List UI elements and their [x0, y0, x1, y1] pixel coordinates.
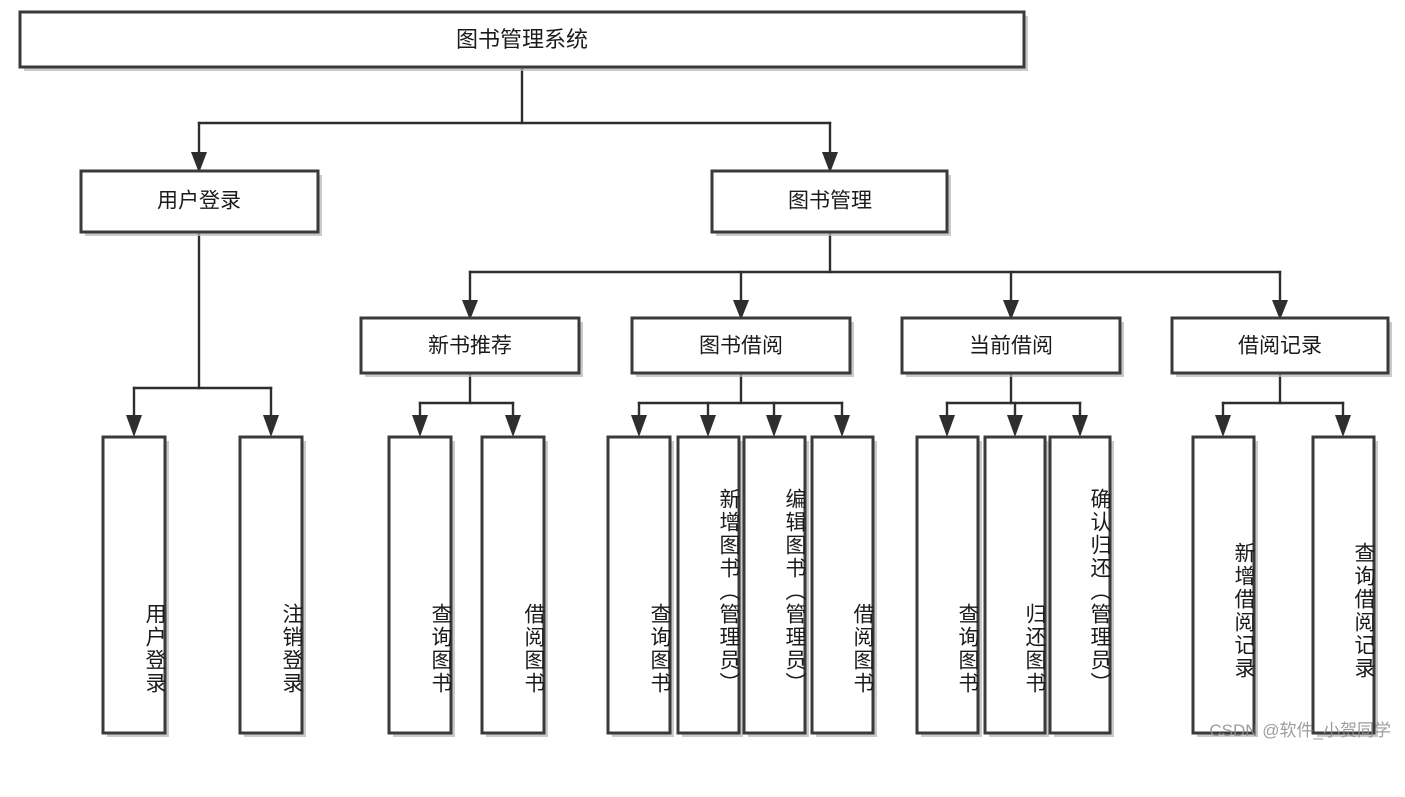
- arrowhead-leaf-bb-edit: [766, 415, 782, 437]
- org-chart-svg: 图书管理系统 用户登录 图书管理 新书推荐 图书借阅 当前借阅: [18, 10, 1392, 737]
- arrowhead-leaf-bb-query: [631, 415, 647, 437]
- diagram-canvas: 图书管理系统 用户登录 图书管理 新书推荐 图书借阅 当前借阅: [18, 10, 1392, 740]
- arrowhead-current-borrow: [1003, 300, 1019, 320]
- node-book-manage-label: 图书管理: [788, 190, 872, 213]
- arrowhead-leaf-rec-query: [412, 415, 428, 437]
- node-leaf-bb-query-book[interactable]: [606, 435, 674, 737]
- arrowhead-leaf-rec-borrow: [505, 415, 521, 437]
- arrowhead-book-manage: [822, 152, 838, 173]
- arrowhead-leaf-cb-return: [1007, 415, 1023, 437]
- node-book-manage-box[interactable]: [710, 169, 949, 234]
- arrowhead-leaf-cb-query: [939, 415, 955, 437]
- node-borrow-record-label: 借阅记录: [1238, 335, 1322, 358]
- node-leaf-br-query-record-box[interactable]: [1311, 435, 1376, 735]
- node-leaf-cb-query-book-box[interactable]: [915, 435, 980, 735]
- node-borrow-record-box[interactable]: [1170, 316, 1390, 375]
- node-current-borrow-box[interactable]: [900, 316, 1122, 375]
- node-root-box[interactable]: [18, 10, 1026, 69]
- node-current-borrow[interactable]: 当前借阅: [900, 316, 1124, 377]
- node-leaf-bb-add-book-box[interactable]: [676, 435, 741, 735]
- arrowhead-borrow-record: [1272, 300, 1288, 320]
- arrowhead-leaf-logout: [263, 415, 279, 437]
- arrowhead-leaf-cb-confirm: [1072, 415, 1088, 437]
- node-leaf-cb-return-book[interactable]: [983, 435, 1049, 737]
- node-user-login[interactable]: 用户登录: [79, 169, 322, 236]
- node-leaf-bb-borrow-book-box[interactable]: [810, 435, 875, 735]
- node-leaf-bb-add-book[interactable]: [676, 435, 743, 737]
- node-leaf-cb-confirm-return-box[interactable]: [1048, 435, 1112, 735]
- node-leaf-br-query-record[interactable]: [1311, 435, 1378, 737]
- arrowhead-group: [126, 152, 1351, 437]
- node-book-borrow[interactable]: 图书借阅: [630, 316, 854, 377]
- node-new-book-rec[interactable]: 新书推荐: [359, 316, 583, 377]
- node-book-borrow-box[interactable]: [630, 316, 852, 375]
- node-leaf-rec-query-book-box[interactable]: [387, 435, 453, 735]
- node-leaf-bb-edit-book[interactable]: [742, 435, 809, 737]
- node-current-borrow-label: 当前借阅: [969, 335, 1053, 358]
- node-leaf-user-login[interactable]: [101, 435, 169, 737]
- node-user-login-label: 用户登录: [157, 190, 241, 213]
- node-leaf-rec-query-book[interactable]: [387, 435, 455, 737]
- node-leaf-cb-confirm-return[interactable]: [1048, 435, 1114, 737]
- node-leaf-br-add-record[interactable]: [1191, 435, 1258, 737]
- node-borrow-record[interactable]: 借阅记录: [1170, 316, 1392, 377]
- node-leaf-logout[interactable]: [238, 435, 306, 737]
- node-new-book-rec-label: 新书推荐: [428, 335, 512, 358]
- node-book-borrow-label: 图书借阅: [699, 335, 783, 358]
- node-leaf-rec-borrow-book[interactable]: [480, 435, 548, 737]
- arrowhead-leaf-br-query: [1335, 415, 1351, 437]
- arrowhead-user-login: [191, 152, 207, 173]
- csdn-watermark: CSDN @软件_小贺同学: [1209, 721, 1391, 740]
- arrowhead-new-book-rec: [462, 300, 478, 320]
- node-leaf-bb-edit-book-box[interactable]: [742, 435, 807, 735]
- node-book-manage[interactable]: 图书管理: [710, 169, 951, 236]
- node-leaf-cb-return-book-box[interactable]: [983, 435, 1047, 735]
- arrowhead-leaf-bb-borrow: [834, 415, 850, 437]
- node-leaf-logout-box[interactable]: [238, 435, 304, 735]
- arrowhead-book-borrow: [733, 300, 749, 320]
- node-new-book-rec-box[interactable]: [359, 316, 581, 375]
- arrowhead-leaf-bb-add: [700, 415, 716, 437]
- arrowhead-leaf-br-add: [1215, 415, 1231, 437]
- node-root-label: 图书管理系统: [456, 27, 588, 52]
- node-leaf-cb-query-book[interactable]: [915, 435, 982, 737]
- node-user-login-box[interactable]: [79, 169, 320, 234]
- node-leaf-rec-borrow-book-box[interactable]: [480, 435, 546, 735]
- node-leaf-br-add-record-box[interactable]: [1191, 435, 1256, 735]
- node-leaf-bb-borrow-book[interactable]: [810, 435, 877, 737]
- node-root[interactable]: 图书管理系统: [18, 10, 1028, 71]
- arrowhead-leaf-user-login: [126, 415, 142, 437]
- node-leaf-user-login-box[interactable]: [101, 435, 167, 735]
- leaf-box-group: [101, 435, 1378, 737]
- node-leaf-bb-query-book-box[interactable]: [606, 435, 672, 735]
